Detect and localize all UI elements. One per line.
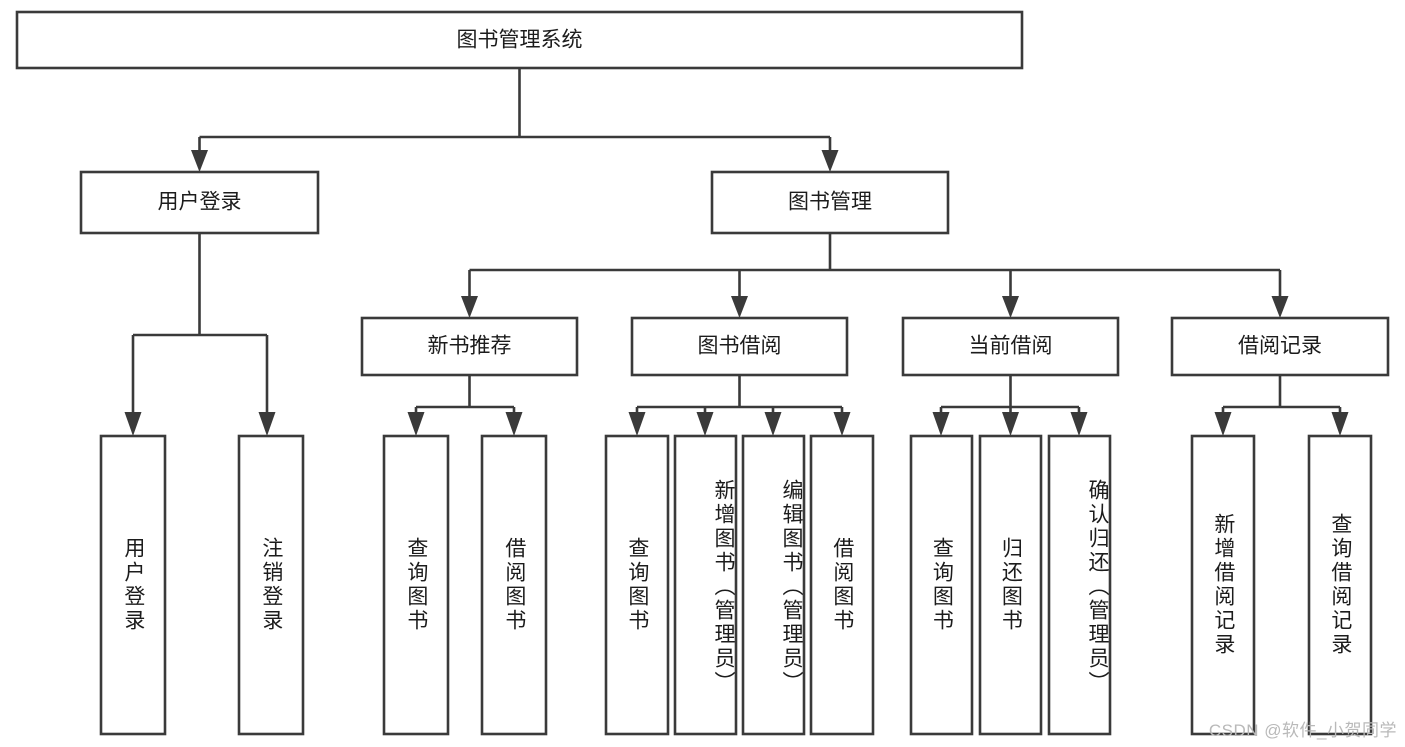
node-root-book-management-system[interactable] xyxy=(15,10,1024,70)
connectors-layer xyxy=(124,68,1349,436)
arrow-head-borrowrecord-leaf-2 xyxy=(1331,412,1349,436)
node-leaf-user-login[interactable] xyxy=(99,434,167,736)
node-leaf-borrow-book-1[interactable] xyxy=(480,434,548,736)
arrow-head-bookborrow-leaf-4 xyxy=(833,412,851,436)
node-book-borrow[interactable] xyxy=(630,316,849,377)
arrow-head-currentborrow-leaf-3 xyxy=(1070,412,1088,436)
node-new-book-recommend-label: 新书推荐 xyxy=(428,335,512,358)
node-book-management[interactable] xyxy=(710,170,950,235)
node-leaf-query-book-1[interactable] xyxy=(382,434,450,736)
node-leaf-query-borrow-record[interactable] xyxy=(1307,434,1373,736)
arrow-head-borrowrecord-leaf-1 xyxy=(1214,412,1232,436)
node-leaf-query-book-2[interactable] xyxy=(604,434,670,736)
node-leaf-borrow-book-2[interactable] xyxy=(809,434,875,736)
arrow-head-leaf-user-login xyxy=(124,412,142,436)
node-leaf-return-book[interactable] xyxy=(978,434,1043,736)
arrow-head-book-manage xyxy=(821,150,839,172)
nodes-layer: 图书管理系统 用户登录 图书管理 新书推荐 图书借阅 当前借阅 借阅记录 xyxy=(15,10,1390,736)
node-current-borrow-label: 当前借阅 xyxy=(969,335,1053,358)
arrow-head-current-borrow xyxy=(1002,296,1019,318)
node-leaf-add-borrow-record[interactable] xyxy=(1190,434,1256,736)
node-leaf-logout[interactable] xyxy=(237,434,305,736)
arrow-head-newbook-leaf-1 xyxy=(407,412,425,436)
arrow-head-book-borrow xyxy=(731,296,748,318)
arrow-head-borrow-record xyxy=(1271,296,1289,318)
arrow-head-bookborrow-leaf-3 xyxy=(764,412,782,436)
arrow-head-bookborrow-leaf-1 xyxy=(628,412,646,436)
node-root-label: 图书管理系统 xyxy=(457,29,583,52)
node-user-login-label: 用户登录 xyxy=(158,191,242,214)
node-leaf-edit-book-admin[interactable] xyxy=(741,434,806,736)
node-leaf-confirm-return-admin[interactable] xyxy=(1047,434,1112,736)
arrow-head-new-book xyxy=(461,296,478,318)
arrow-head-newbook-leaf-2 xyxy=(505,412,523,436)
node-book-management-label: 图书管理 xyxy=(788,191,872,214)
arrow-head-bookborrow-leaf-2 xyxy=(696,412,714,436)
arrow-head-leaf-logout xyxy=(258,412,276,436)
node-user-login[interactable] xyxy=(79,170,320,235)
node-current-borrow[interactable] xyxy=(901,316,1120,377)
node-borrow-record[interactable] xyxy=(1170,316,1390,377)
arrow-head-currentborrow-leaf-1 xyxy=(932,412,950,436)
node-new-book-recommend[interactable] xyxy=(360,316,579,377)
node-borrow-record-label: 借阅记录 xyxy=(1238,335,1322,358)
arrow-head-currentborrow-leaf-2 xyxy=(1002,412,1019,436)
node-leaf-query-book-3[interactable] xyxy=(909,434,974,736)
arrow-head-user-login xyxy=(191,150,208,172)
watermark-text: CSDN @软件_小贺同学 xyxy=(1208,721,1397,740)
node-leaf-add-book-admin[interactable] xyxy=(673,434,738,736)
node-book-borrow-label: 图书借阅 xyxy=(698,335,782,358)
